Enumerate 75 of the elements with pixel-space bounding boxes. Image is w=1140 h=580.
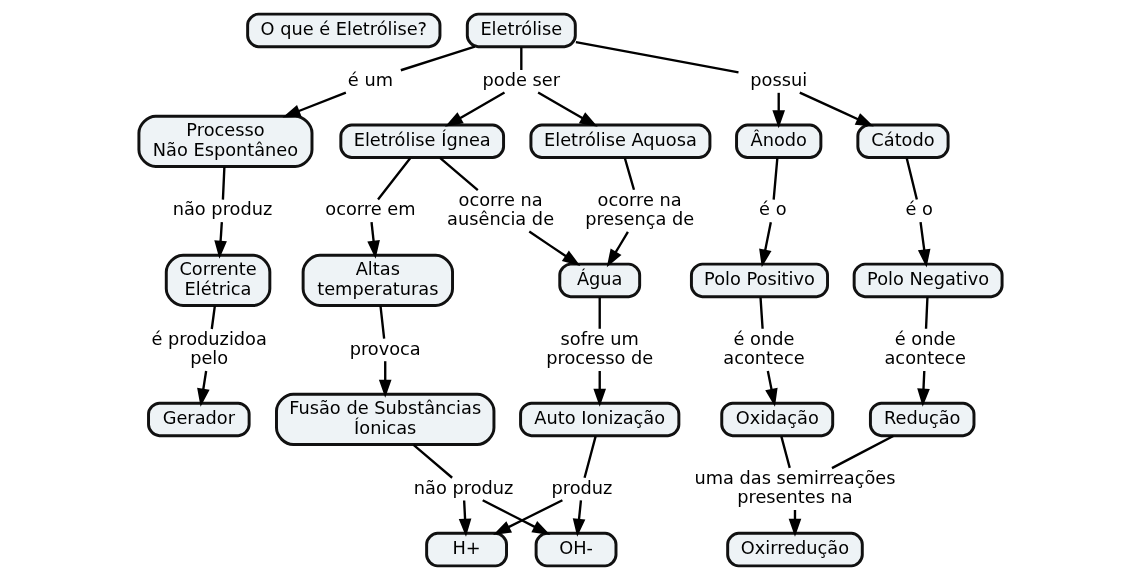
node-text: não produz	[172, 199, 272, 220]
node-text: ocorre em	[324, 199, 415, 220]
connector	[210, 305, 216, 330]
connector	[399, 45, 475, 72]
node-box: Oxirredução	[725, 531, 864, 568]
arrow	[758, 221, 772, 268]
node-text: é o	[758, 199, 787, 220]
node-box: O que é Eletrólise?	[245, 12, 441, 49]
connector	[623, 157, 635, 191]
node-box: Ânodo	[734, 123, 822, 160]
node-text: produz	[551, 477, 612, 498]
arrow	[282, 91, 346, 118]
arrow	[481, 499, 550, 535]
arrow	[528, 230, 580, 266]
connector	[378, 305, 385, 339]
node-box: Eletrólise Aquosa	[528, 123, 711, 160]
node-box: Fusão de Substâncias Íonicas	[274, 392, 495, 447]
connector	[779, 436, 791, 469]
node-box: Oxidação	[719, 401, 834, 438]
node-box: Altas temperaturas	[301, 253, 454, 307]
node-box: OH-	[534, 531, 617, 568]
node-text: não produz	[413, 477, 513, 498]
arrow	[458, 500, 471, 537]
node-box: Auto Ionização	[518, 401, 680, 438]
node-box: Gerador	[146, 401, 251, 438]
connector	[598, 297, 601, 329]
node-text: pode ser	[482, 70, 560, 91]
connector	[830, 434, 894, 470]
connector	[582, 436, 597, 478]
arrow	[916, 370, 930, 407]
node-box: Eletrólise	[465, 12, 577, 49]
node-text: é um	[347, 70, 393, 91]
arrow	[606, 231, 629, 268]
arrow	[537, 91, 598, 127]
arrow	[771, 92, 785, 129]
arrow	[917, 222, 930, 268]
connector	[376, 157, 411, 201]
arrow	[366, 222, 380, 259]
node-box: Corrente Elétrica	[164, 253, 271, 307]
arrow	[213, 222, 227, 259]
connector	[772, 158, 778, 200]
node-text: é produzidoa pelo	[151, 328, 267, 369]
connector	[221, 166, 226, 200]
node-text: ocorre na ausência de	[446, 189, 554, 230]
node-text: é o	[905, 199, 933, 220]
node-box: Água	[557, 262, 641, 299]
node-text: provoca	[349, 338, 421, 359]
connector	[758, 297, 764, 329]
arrow	[492, 499, 563, 535]
connector	[905, 157, 918, 200]
connector	[519, 47, 522, 70]
node-box: Cátodo	[855, 123, 950, 160]
node-box: H+	[424, 531, 508, 568]
arrow	[798, 91, 874, 127]
node-box: Eletrólise Ígnea	[338, 123, 505, 160]
node-box: Polo Negativo	[852, 262, 1004, 299]
node-text: uma das semirreações presentes na	[694, 467, 895, 508]
arrow	[764, 370, 778, 407]
arrow	[592, 371, 606, 407]
node-box: Redução	[868, 401, 975, 438]
arrow	[196, 370, 210, 407]
node-box: Polo Positivo	[689, 262, 829, 299]
node-box: Processo Não Espontâneo	[136, 114, 313, 168]
connector	[412, 444, 453, 479]
arrow	[572, 500, 585, 537]
node-text: ocorre na presença de	[584, 189, 694, 230]
node-text: possui	[749, 70, 807, 91]
arrow	[444, 91, 505, 127]
connector	[924, 297, 929, 329]
node-text: sofre um processo de	[545, 328, 653, 369]
arrow	[378, 361, 392, 398]
node-text: é onde acontece	[884, 328, 966, 369]
connector	[575, 40, 739, 74]
connector	[438, 157, 479, 191]
node-text: é onde acontece	[722, 328, 805, 369]
